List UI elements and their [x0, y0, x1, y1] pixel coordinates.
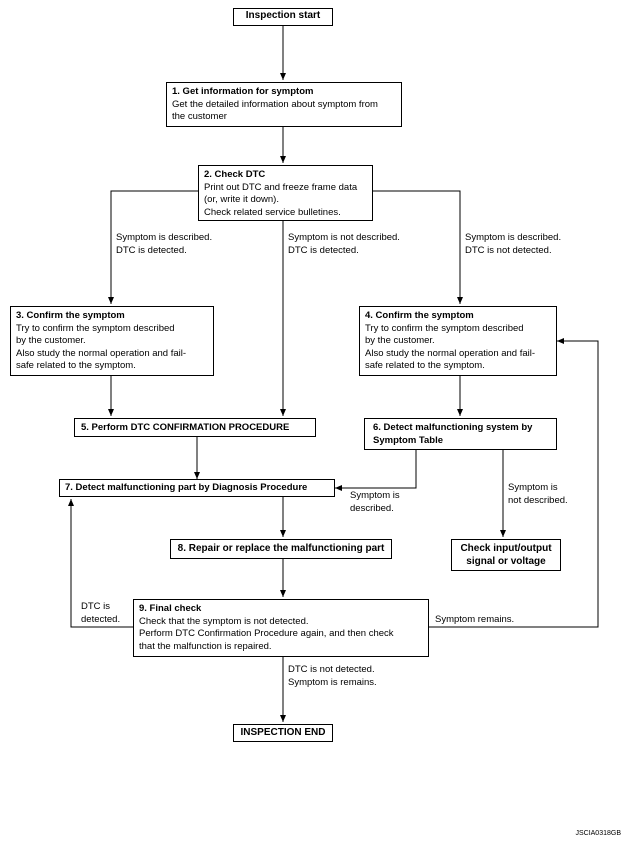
step-4-line: Also study the normal operation and fail…	[365, 347, 536, 359]
label-middle-branch: Symptom is not described.DTC is detected…	[288, 232, 400, 256]
check-io-line: signal or voltage	[466, 555, 546, 567]
arrow-9-to-7	[68, 499, 133, 628]
step-3-line: by the customer.	[16, 335, 86, 346]
step-4-line: Try to confirm the symptom described	[365, 322, 524, 334]
label-end-condition: DTC is not detected.Symptom is remains.	[288, 664, 377, 688]
arrow-2-to-3	[108, 190, 198, 304]
step-2-title: 2. Check DTC	[204, 169, 266, 180]
step-6-title: 6. Detect malfunctioning system by	[373, 422, 533, 433]
step-7-title: 7. Detect malfunctioning part by Diagnos…	[65, 482, 308, 493]
check-io-box: Check input/output signal or voltage	[451, 539, 561, 571]
step-2-line: (or, write it down).	[204, 194, 279, 205]
step-1-box: 1. Get information for symptom Get the d…	[166, 82, 402, 127]
step-5-box: 5. Perform DTC CONFIRMATION PROCEDURE	[74, 418, 316, 437]
step-4-line: by the customer.	[365, 335, 435, 346]
inspection-end-box: INSPECTION END	[233, 724, 333, 742]
step-2-box: 2. Check DTC Print out DTC and freeze fr…	[198, 165, 373, 221]
arrow-6-to-7	[335, 450, 417, 491]
step-3-box: 3. Confirm the symptom Try to confirm th…	[10, 306, 214, 376]
step-1-line: the customer	[172, 111, 227, 122]
step-7-box: 7. Detect malfunctioning part by Diagnos…	[59, 479, 335, 497]
step-4-title: 4. Confirm the symptom	[365, 310, 474, 321]
step-4-box: 4. Confirm the symptom Try to confirm th…	[359, 306, 557, 376]
step-1-line: Get the detailed information about sympt…	[172, 98, 378, 110]
label-left-branch: Symptom is described.DTC is detected.	[116, 232, 213, 256]
check-io-line: Check input/output	[460, 543, 552, 554]
step-2-line: Check related service bulletines.	[204, 206, 341, 218]
step-6-box: 6. Detect malfunctioning system by Sympt…	[364, 418, 557, 450]
step-9-line: that the malfunction is repaired.	[139, 640, 272, 652]
step-3-title: 3. Confirm the symptom	[16, 310, 125, 321]
step-9-line: Perform DTC Confirmation Procedure again…	[139, 628, 394, 639]
step-3-line: Also study the normal operation and fail…	[16, 347, 187, 359]
step-3-line: Try to confirm the symptom described	[16, 322, 175, 334]
arrow-9-to-4	[429, 338, 599, 628]
step-6-title: Symptom Table	[373, 434, 444, 446]
step-9-title: 9. Final check	[139, 603, 202, 614]
figure-id: JSCIA0318GB	[575, 830, 621, 837]
step-9-line: Check that the symptom is not detected.	[139, 615, 309, 627]
inspection-start-box: Inspection start	[233, 8, 333, 26]
step-1-title: 1. Get information for symptom	[172, 86, 314, 97]
step-8-box: 8. Repair or replace the malfunctioning …	[170, 539, 392, 559]
step-9-box: 9. Final check Check that the symptom is…	[133, 599, 429, 657]
step-3-line: safe related to the symptom.	[16, 360, 136, 371]
step-4-line: safe related to the symptom.	[365, 360, 485, 371]
arrow-2-to-4	[373, 190, 463, 304]
label-right-branch: Symptom is described.DTC is not detected…	[465, 232, 562, 256]
step-2-line: Print out DTC and freeze frame data	[204, 181, 358, 193]
step-5-title: 5. Perform DTC CONFIRMATION PROCEDURE	[81, 422, 290, 433]
label-symptom-remains: Symptom remains.	[435, 614, 515, 625]
